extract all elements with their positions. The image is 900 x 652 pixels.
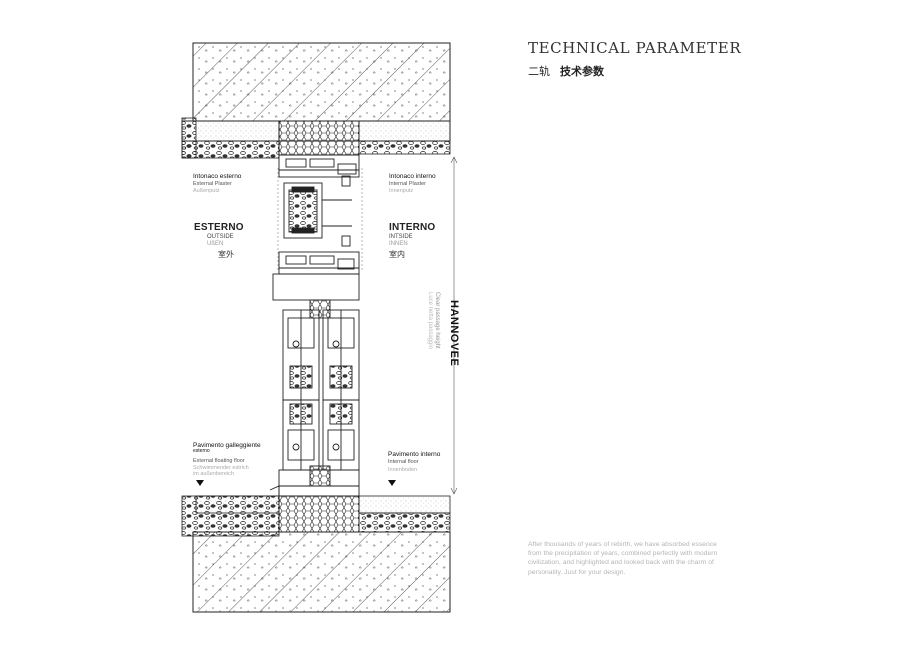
exterior-chinese: 室外	[218, 250, 234, 259]
upper-slab	[192, 42, 451, 122]
internal-floor-it: Pavimento interno	[388, 451, 441, 458]
transom-profile	[272, 251, 360, 319]
external-floor-it: Pavimento galleggiente	[193, 442, 261, 449]
external-plaster-en: External Plaster	[193, 181, 232, 187]
external-plaster-it: Intonaco esterno	[193, 173, 242, 180]
internal-floor-en: Internal floor	[388, 459, 419, 465]
floor-marker-internal	[388, 480, 396, 486]
exterior-title: ESTERNO	[194, 222, 244, 233]
interior-chinese: 室内	[389, 250, 405, 259]
leader-lines	[277, 156, 458, 495]
interior-german: INNEN	[389, 241, 408, 247]
external-floor-de1: Schwimmender estrich	[193, 465, 249, 471]
floor-marker-external	[196, 480, 204, 486]
internal-plaster-it: Intonaco interno	[389, 173, 436, 180]
internal-plaster-en: Internal Plaster	[389, 181, 426, 187]
sash-outer	[282, 309, 320, 471]
external-floor-it2: esterno	[193, 448, 210, 454]
interior-title: INTERNO	[389, 222, 436, 233]
page-title: TECHNICAL PARAMETER	[528, 39, 742, 57]
head-profile	[278, 154, 360, 247]
internal-floor-de: Innenboden	[388, 467, 418, 473]
sash-inner	[322, 309, 360, 471]
clear-height-it: Luce netta passaggio	[427, 292, 433, 350]
lower-slab	[192, 531, 451, 613]
subtitle-prefix: 二轨	[528, 66, 550, 78]
page-subtitle: 二轨技术参数	[528, 66, 604, 78]
external-floor-de2: im außenbereich	[193, 471, 234, 477]
internal-plaster-de: Innenputz	[389, 188, 414, 194]
interior-inside: INTSIDE	[389, 234, 413, 240]
lower-floor	[181, 495, 451, 537]
external-plaster-de: Außenputz	[193, 188, 220, 194]
exterior-outside: OUTSIDE	[207, 234, 234, 240]
sill-profile	[269, 465, 360, 497]
external-floor-en: External floating floor	[193, 458, 245, 464]
brand-label: HANNOVEE	[448, 300, 460, 367]
description-text: After thousands of years of rebirth, we …	[528, 541, 718, 576]
exterior-german: UßEN	[207, 241, 224, 247]
subtitle-main: 技术参数	[560, 66, 604, 78]
clear-height-en: Clear passage height	[434, 292, 440, 349]
upper-insulation	[278, 120, 360, 156]
